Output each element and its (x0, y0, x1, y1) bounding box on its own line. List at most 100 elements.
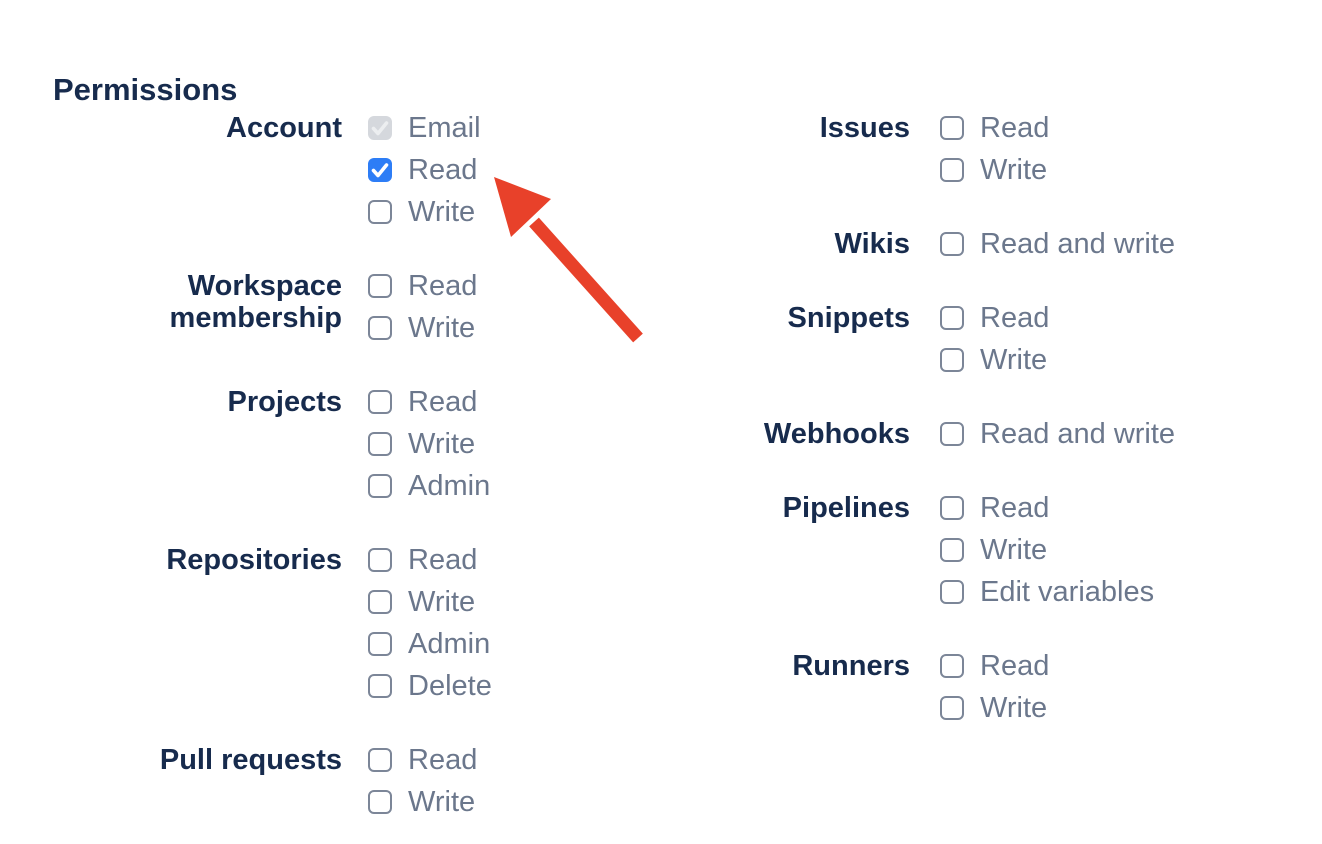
checkbox-row-repositories-admin[interactable]: Admin (368, 628, 492, 660)
checkbox-row-workspace-membership-write[interactable]: Write (368, 312, 477, 344)
option-label-write: Write (408, 586, 476, 618)
option-label-write: Write (980, 154, 1048, 186)
checkbox-row-repositories-read[interactable]: Read (368, 544, 492, 576)
group-label-snippets: Snippets (787, 302, 910, 334)
option-label-write: Write (980, 534, 1048, 566)
group-label-issues: Issues (819, 112, 910, 144)
checkbox-unchecked-icon[interactable] (368, 674, 392, 698)
option-list: Read and write (940, 228, 1175, 260)
option-label-edit-variables: Edit variables (980, 576, 1155, 608)
option-label-write: Write (408, 428, 476, 460)
checkbox-unchecked-icon[interactable] (368, 474, 392, 498)
checkbox-row-projects-admin[interactable]: Admin (368, 470, 490, 502)
checkbox-row-issues-write[interactable]: Write (940, 154, 1049, 186)
checkbox-row-workspace-membership-read[interactable]: Read (368, 270, 477, 302)
checkbox-row-pull-requests-write[interactable]: Write (368, 786, 477, 818)
group-label-pull-requests: Pull requests (159, 744, 342, 776)
group-label-repositories: Repositories (166, 544, 342, 576)
checkbox-row-snippets-read[interactable]: Read (940, 302, 1049, 334)
checkbox-row-snippets-write[interactable]: Write (940, 344, 1049, 376)
checkbox-unchecked-icon[interactable] (368, 200, 392, 224)
option-label-write: Write (408, 312, 476, 344)
checkbox-row-runners-write[interactable]: Write (940, 692, 1049, 724)
checkbox-unchecked-icon[interactable] (940, 538, 964, 562)
checkbox-unchecked-icon[interactable] (368, 432, 392, 456)
checkbox-row-repositories-delete[interactable]: Delete (368, 670, 492, 702)
checkbox-checked-icon[interactable] (368, 158, 392, 182)
checkbox-unchecked-icon[interactable] (368, 316, 392, 340)
group-label-projects: Projects (227, 386, 342, 418)
checkbox-row-runners-read[interactable]: Read (940, 650, 1049, 682)
checkbox-row-webhooks-read-and-write[interactable]: Read and write (940, 418, 1175, 450)
option-label-read: Read (408, 270, 478, 302)
checkbox-unchecked-icon[interactable] (940, 306, 964, 330)
checkbox-unchecked-icon[interactable] (940, 696, 964, 720)
option-label-delete: Delete (408, 670, 492, 702)
checkbox-unchecked-icon[interactable] (940, 158, 964, 182)
checkbox-row-pull-requests-read[interactable]: Read (368, 744, 477, 776)
checkbox-row-pipelines-edit-variables[interactable]: Edit variables (940, 576, 1154, 608)
checkbox-unchecked-icon[interactable] (368, 274, 392, 298)
option-label-read: Read (408, 744, 478, 776)
checkbox-row-account-email[interactable]: Email (368, 112, 481, 144)
option-list: Read and write (940, 418, 1175, 450)
checkbox-unchecked-icon[interactable] (940, 116, 964, 140)
checkbox-unchecked-icon[interactable] (940, 496, 964, 520)
option-label-read: Read (980, 112, 1050, 144)
checkbox-unchecked-icon[interactable] (368, 748, 392, 772)
checkbox-row-pipelines-read[interactable]: Read (940, 492, 1154, 524)
checkbox-row-pipelines-write[interactable]: Write (940, 534, 1154, 566)
page-title: Permissions (53, 71, 238, 107)
option-label-write: Write (980, 692, 1048, 724)
option-label-read: Read (980, 302, 1050, 334)
checkbox-disabled-checked-icon (368, 116, 392, 140)
checkbox-row-repositories-write[interactable]: Write (368, 586, 492, 618)
checkbox-unchecked-icon[interactable] (368, 632, 392, 656)
checkbox-unchecked-icon[interactable] (368, 390, 392, 414)
checkmark-icon (371, 121, 389, 136)
option-label-read-and-write: Read and write (980, 418, 1176, 450)
checkbox-row-projects-write[interactable]: Write (368, 428, 490, 460)
option-label-write: Write (980, 344, 1048, 376)
option-label-admin: Admin (408, 470, 491, 502)
checkbox-row-account-read[interactable]: Read (368, 154, 481, 186)
option-label-write: Write (408, 786, 476, 818)
checkbox-row-projects-read[interactable]: Read (368, 386, 490, 418)
option-label-email: Email (408, 112, 481, 144)
checkbox-unchecked-icon[interactable] (940, 348, 964, 372)
checkbox-row-account-write[interactable]: Write (368, 196, 481, 228)
checkbox-row-wikis-read-and-write[interactable]: Read and write (940, 228, 1175, 260)
checkbox-row-issues-read[interactable]: Read (940, 112, 1049, 144)
checkbox-unchecked-icon[interactable] (940, 422, 964, 446)
option-label-read: Read (408, 544, 478, 576)
checkbox-unchecked-icon[interactable] (368, 548, 392, 572)
checkbox-unchecked-icon[interactable] (940, 580, 964, 604)
checkbox-unchecked-icon[interactable] (940, 654, 964, 678)
option-label-admin: Admin (408, 628, 491, 660)
group-label-workspace-membership: Workspace membership (169, 270, 342, 334)
option-label-read: Read (980, 492, 1050, 524)
checkbox-unchecked-icon[interactable] (368, 590, 392, 614)
checkbox-unchecked-icon[interactable] (940, 232, 964, 256)
checkbox-unchecked-icon[interactable] (368, 790, 392, 814)
checkmark-icon (371, 163, 389, 178)
